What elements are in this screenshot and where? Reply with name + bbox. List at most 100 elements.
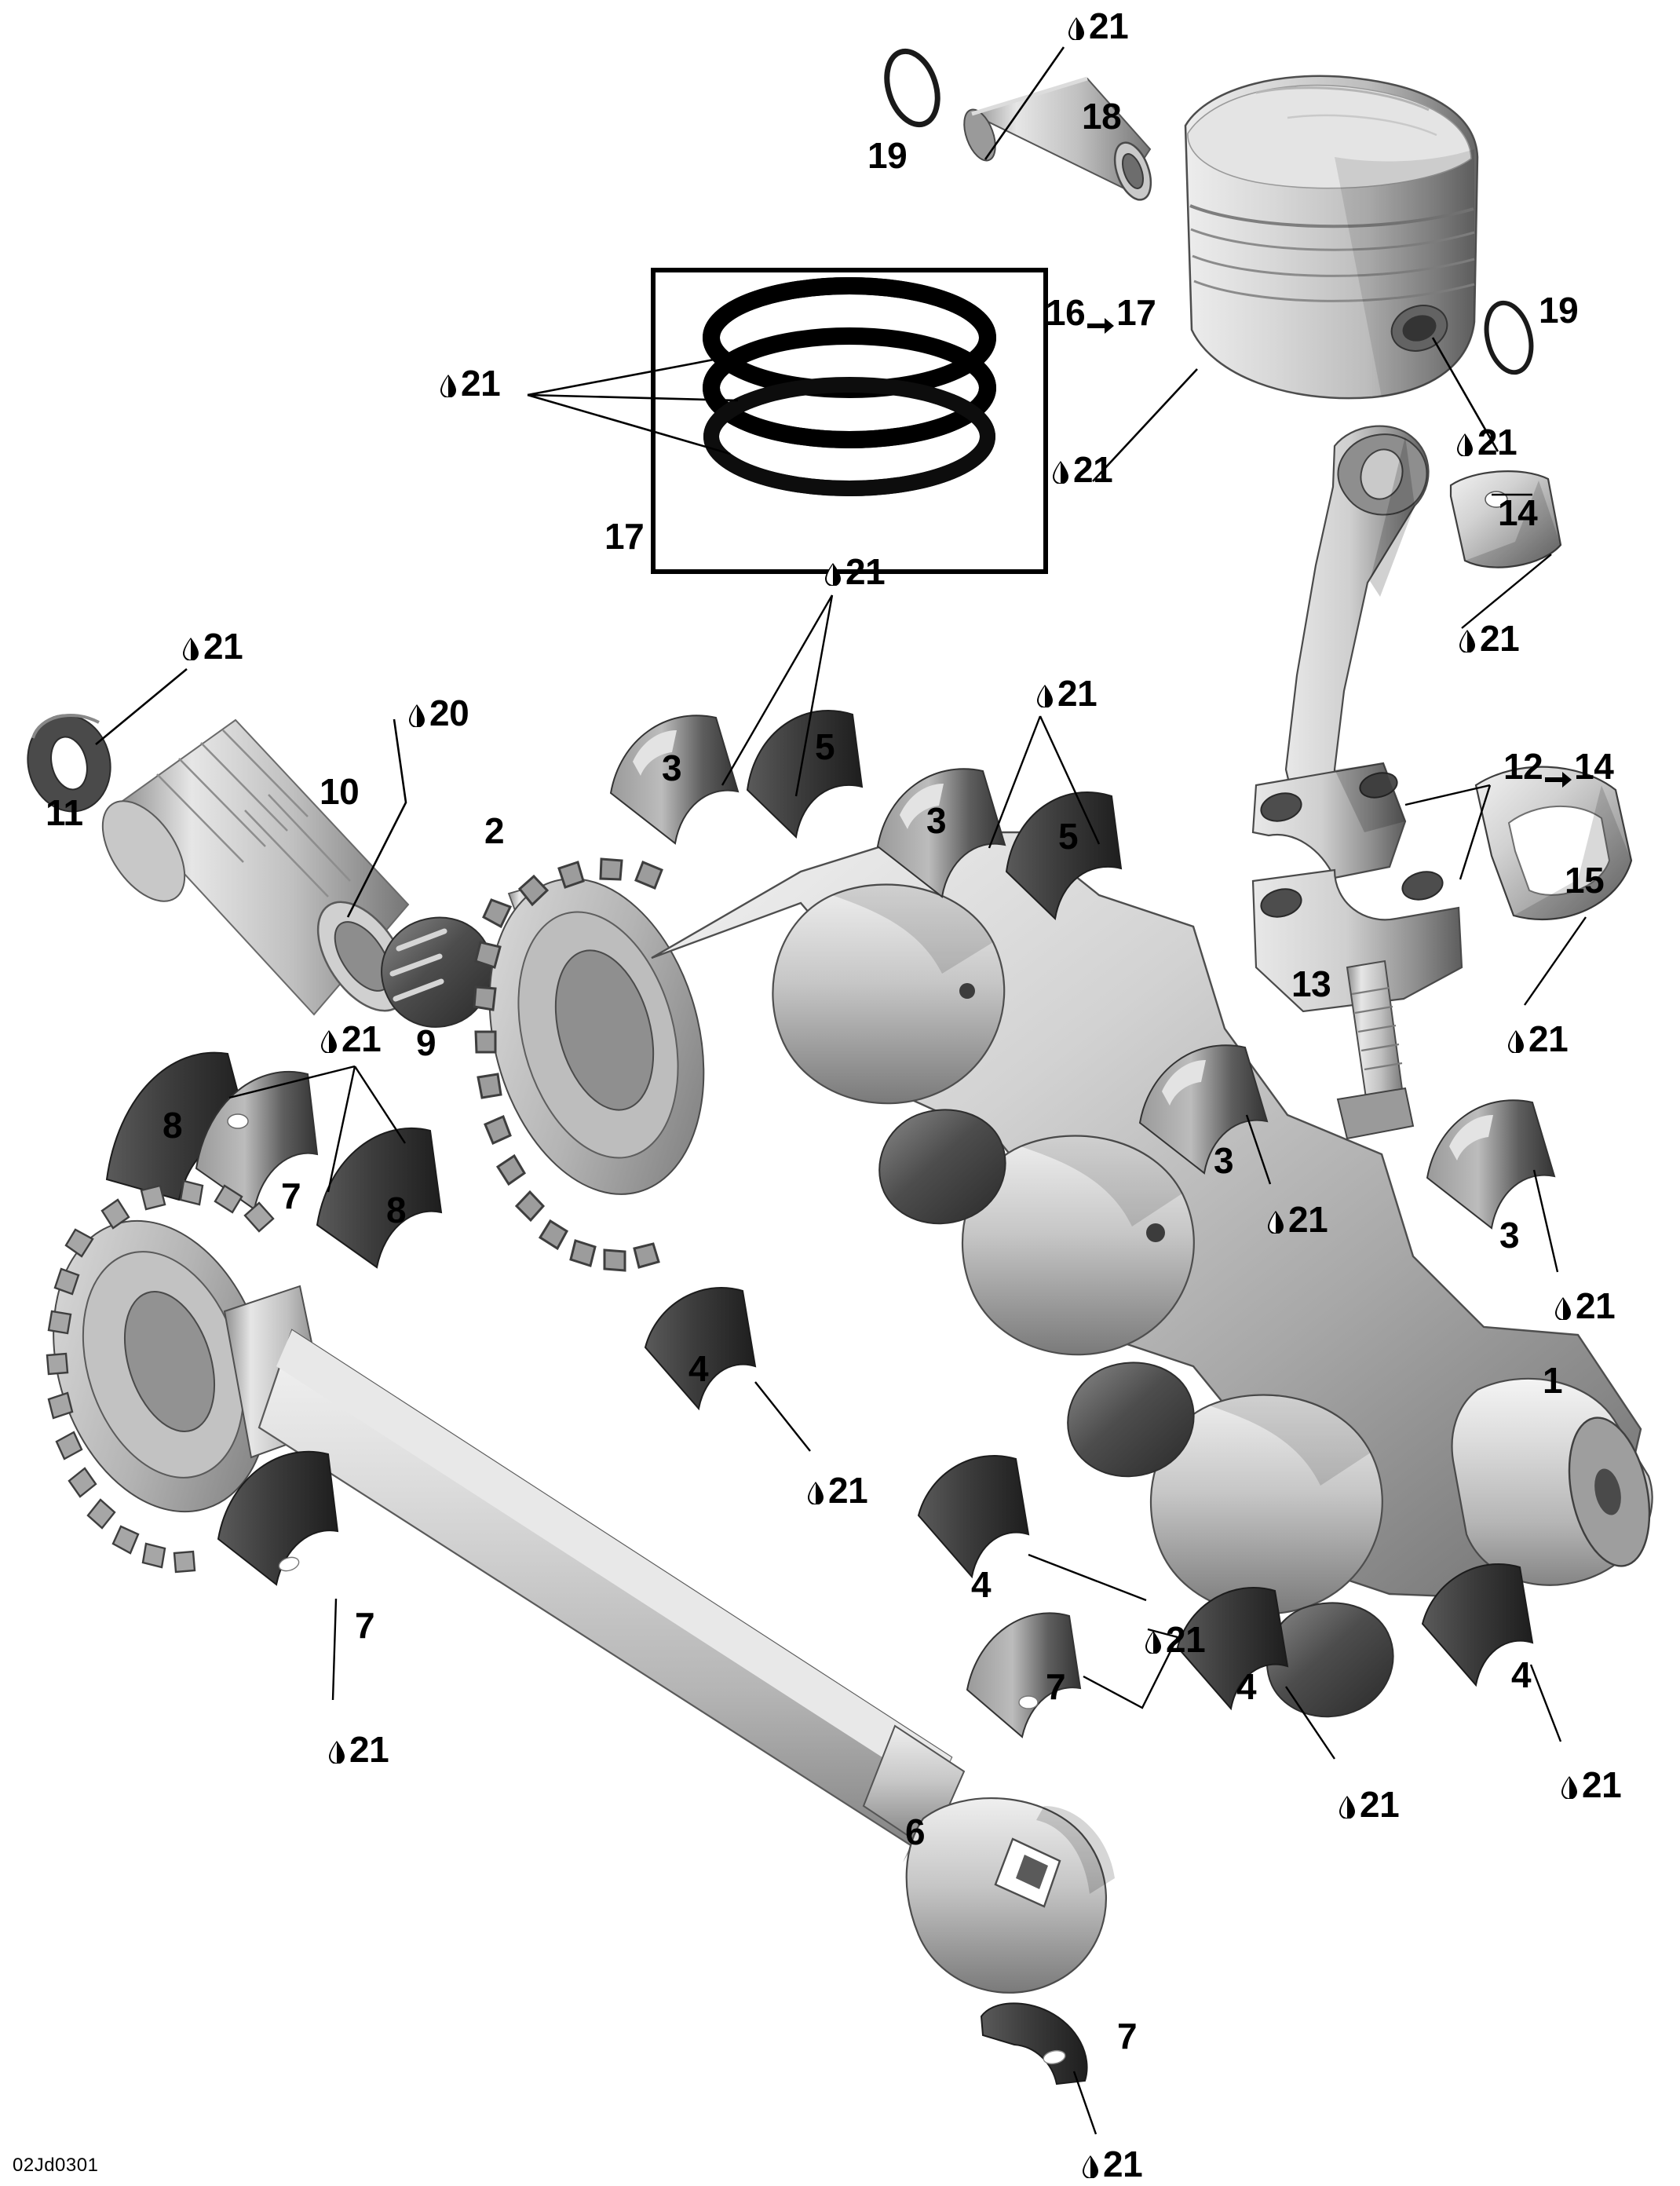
callout-number: 9 [416, 1022, 436, 1063]
callout-21-c8: 21 [440, 365, 501, 401]
callout-5-c22: 5 [1058, 818, 1079, 854]
callout-number: 3 [926, 800, 947, 841]
callout-3-c19: 3 [662, 748, 682, 788]
oil-drop-icon [1339, 1795, 1356, 1819]
callout-number: 4 [1236, 1666, 1257, 1707]
callout-7-c30: 7 [281, 1178, 301, 1214]
callout-21-c33: 21 [1267, 1201, 1328, 1237]
callout-number: 21 [1073, 449, 1113, 490]
rod-bearing-shell-part [1449, 470, 1562, 568]
callout-21-c11: 21 [1459, 618, 1520, 659]
callout-number: 13 [1291, 963, 1331, 1004]
callout-number: 3 [662, 748, 682, 788]
oil-drop-icon [824, 562, 842, 586]
callout-number: 21 [341, 1018, 382, 1059]
balance-bearing-lower [966, 1612, 1082, 1738]
callout-number: 21 [1582, 1764, 1622, 1805]
callout-number: 17 [604, 516, 645, 557]
crankshaft-part [651, 831, 1653, 1718]
balance-bearing-mid [217, 1450, 339, 1586]
balance-bearing-bottom [980, 2002, 1088, 2085]
piston-part [1184, 75, 1479, 400]
callout-6-c44: 6 [905, 1814, 926, 1850]
oil-drop-icon [182, 637, 199, 660]
oil-drop-icon [320, 1029, 338, 1053]
callout-number: 21 [349, 1729, 389, 1770]
oil-drop-icon [1145, 1630, 1162, 1654]
callout-number: 19 [867, 135, 908, 176]
callout-number: 21 [1480, 618, 1520, 659]
callout-21-c28: 21 [320, 1018, 382, 1059]
callout-7-c42: 7 [355, 1605, 375, 1646]
callout-number: 21 [845, 551, 886, 592]
callout-18-c3: 18 [1082, 96, 1122, 137]
callout-number: 19 [1539, 290, 1579, 331]
oil-drop-icon [1036, 684, 1054, 707]
callout-4-c37: 4 [688, 1348, 709, 1389]
callout-21-c26: 21 [1507, 1018, 1569, 1059]
callout-2-c18: 2 [484, 810, 505, 851]
callout-number: 8 [163, 1105, 183, 1146]
crankpin-shells [644, 1287, 1534, 1711]
oil-drop-icon [1068, 16, 1085, 40]
callout-21-c14: 21 [182, 628, 243, 664]
callout-21-c13: 21 [1036, 675, 1097, 711]
callout-21-c6: 21 [1052, 449, 1113, 490]
callout-number: 4 [1511, 1654, 1532, 1695]
oil-drop-icon [807, 1481, 824, 1504]
callout-4-c47: 4 [1511, 1654, 1532, 1695]
callout-number: 5 [815, 726, 835, 767]
callout-number: 11 [46, 792, 83, 833]
right-arrow-icon [1545, 759, 1572, 788]
oil-drop-icon [1082, 2155, 1099, 2178]
callout-number: 7 [281, 1175, 301, 1216]
callout-number: 18 [1082, 96, 1122, 137]
callout-number: 8 [386, 1190, 407, 1230]
callout-21-c38: 21 [807, 1472, 868, 1508]
bearing-shell-group-right [1138, 1044, 1556, 1230]
callout-19-c4: 19 [1539, 290, 1579, 331]
sprocket-hub-part [381, 916, 493, 1028]
right-arrow-icon [1087, 305, 1115, 334]
callout-number: 4 [971, 1564, 992, 1605]
callout-21-c35: 21 [1554, 1285, 1616, 1326]
callout-7-c49: 7 [1117, 2016, 1138, 2056]
callout-4-c39: 4 [971, 1564, 992, 1605]
callout-number: 21 [203, 626, 243, 667]
callout-number-to: 17 [1116, 292, 1156, 333]
callout-21-c40: 21 [1145, 1619, 1206, 1660]
oil-drop-icon [1561, 1775, 1578, 1799]
callout-3-c32: 3 [1214, 1140, 1234, 1181]
callout-21-c43: 21 [328, 1731, 389, 1767]
oil-drop-icon [1456, 433, 1474, 456]
callout-10-c17: 10 [320, 771, 360, 812]
connecting-rod-part [1251, 425, 1463, 1013]
rod-bushing-part [1474, 766, 1633, 921]
callout-number: 7 [355, 1605, 375, 1646]
oil-seal-part [27, 713, 111, 813]
callout-number: 7 [1117, 2016, 1138, 2056]
callout-21-c48: 21 [1561, 1764, 1622, 1805]
callout-number: 10 [320, 771, 360, 812]
callout-number: 7 [1046, 1666, 1066, 1707]
callout-11-c16: 11 [46, 795, 83, 831]
callout-number: 21 [1089, 5, 1129, 46]
callout-number: 21 [1576, 1285, 1616, 1326]
callout-7-c41: 7 [1046, 1666, 1066, 1707]
callout-number: 21 [1288, 1199, 1328, 1240]
callout-number-from: 16 [1046, 292, 1086, 333]
balance-shaft-bearings-left [105, 1051, 443, 1269]
callout-20-c15: 20 [408, 695, 469, 731]
oil-drop-icon [1507, 1029, 1525, 1053]
callout-number-from: 12 [1503, 746, 1543, 787]
callout-number: 21 [1528, 1018, 1569, 1059]
callout-21-c50: 21 [1082, 2146, 1143, 2182]
callout-number: 3 [1214, 1140, 1234, 1181]
oil-drop-icon [1052, 460, 1069, 484]
callout-number: 4 [688, 1348, 709, 1389]
callout-number: 21 [1166, 1619, 1206, 1660]
callout-number: 2 [484, 810, 505, 851]
circlip-left-part [884, 48, 940, 128]
